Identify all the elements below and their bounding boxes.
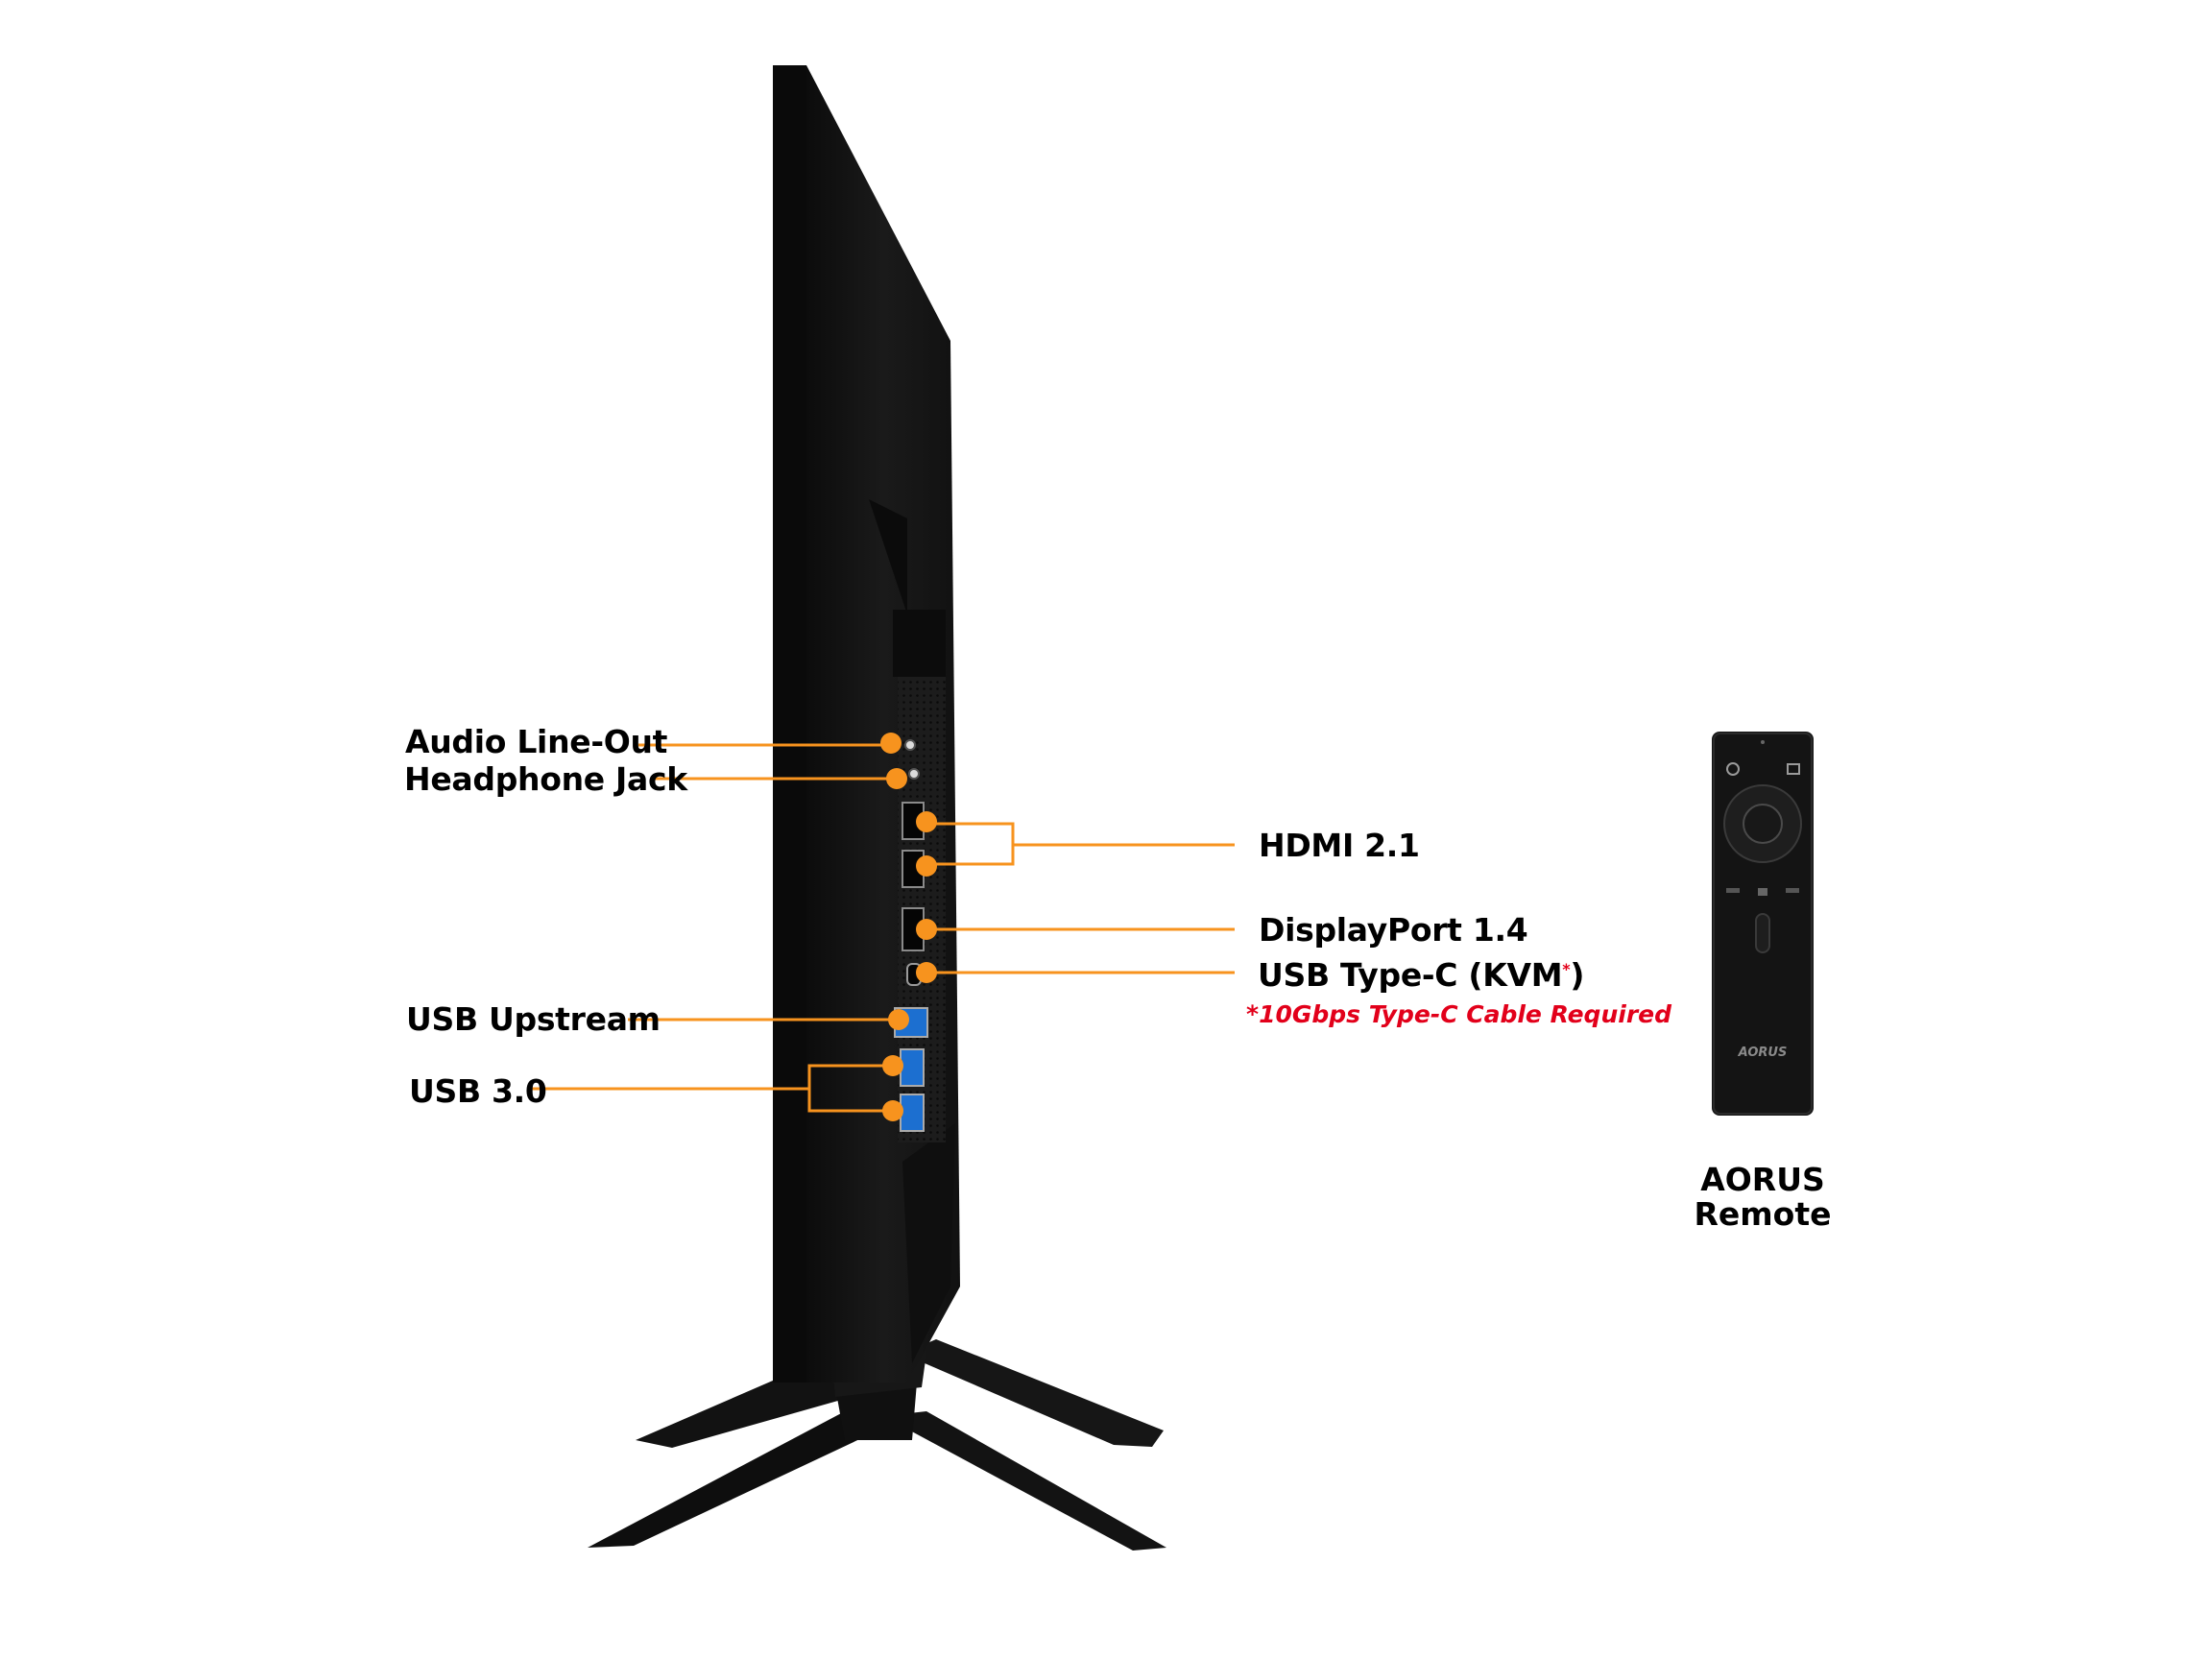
monitor-side <box>773 65 960 1382</box>
monitor-bezel <box>773 65 806 1382</box>
headphone-jack-dot <box>886 768 907 789</box>
remote-logo: AORUS <box>1738 1046 1788 1060</box>
usb-30-port-2 <box>900 1094 925 1132</box>
mute-icon <box>1758 888 1767 896</box>
usb-typec-dot <box>916 962 937 983</box>
stand-back-leg <box>902 1339 1164 1447</box>
audio-line-out-port <box>904 739 916 751</box>
cable-note: *10Gbps Type-C Cable Required <box>1246 1000 1671 1028</box>
remote-button-left <box>1726 888 1740 893</box>
stand-hub <box>835 1382 917 1440</box>
volume-rocker <box>1755 913 1770 953</box>
headphone-jack-port <box>908 768 920 780</box>
remote-caption: AORUS Remote <box>1657 1163 1868 1231</box>
label-audio-line-out: Audio Line-Out <box>405 723 668 760</box>
usb-typec-text: USB Type-C (KVM <box>1258 956 1563 994</box>
remote-button-right <box>1786 888 1799 893</box>
back-shell-shade <box>869 499 907 614</box>
usb-30-1-dot <box>882 1055 903 1076</box>
callouts <box>528 743 1235 1113</box>
usb-30-2-dot <box>882 1100 903 1121</box>
back-shell-shade-2 <box>902 1123 955 1363</box>
label-usb-upstream: USB Upstream <box>406 1000 661 1038</box>
aorus-remote: AORUS <box>1712 732 1814 1116</box>
displayport-dot <box>916 919 937 940</box>
usb-upstream-dot <box>888 1009 909 1030</box>
label-hdmi: HDMI 2.1 <box>1259 827 1420 864</box>
usb-typec-asterisk: * <box>1562 960 1571 978</box>
remote-led <box>1761 740 1765 744</box>
hdmi-2-dot <box>916 855 937 877</box>
usb-30-port-1 <box>900 1048 925 1087</box>
label-displayport: DisplayPort 1.4 <box>1259 911 1528 949</box>
remote-caption-line2: Remote <box>1694 1194 1832 1233</box>
label-usb-30: USB 3.0 <box>409 1072 547 1110</box>
input-icon <box>1787 763 1800 775</box>
power-icon <box>1726 762 1740 776</box>
remote-caption-line1: AORUS <box>1700 1161 1825 1198</box>
usb-typec-close: ) <box>1570 956 1585 994</box>
stand-front-right-leg <box>883 1411 1166 1551</box>
hdmi-1-dot <box>916 811 937 832</box>
audio-line-out-dot <box>880 733 902 754</box>
remote-edge <box>1713 733 1813 1115</box>
io-recess <box>893 610 946 677</box>
label-headphone-jack: Headphone Jack <box>404 760 687 798</box>
callout-dots <box>880 733 937 1121</box>
label-usb-typec: USB Type-C (KVM*) <box>1258 959 1584 991</box>
stand-front-left-leg <box>588 1411 902 1548</box>
remote-ok-button <box>1743 804 1783 844</box>
